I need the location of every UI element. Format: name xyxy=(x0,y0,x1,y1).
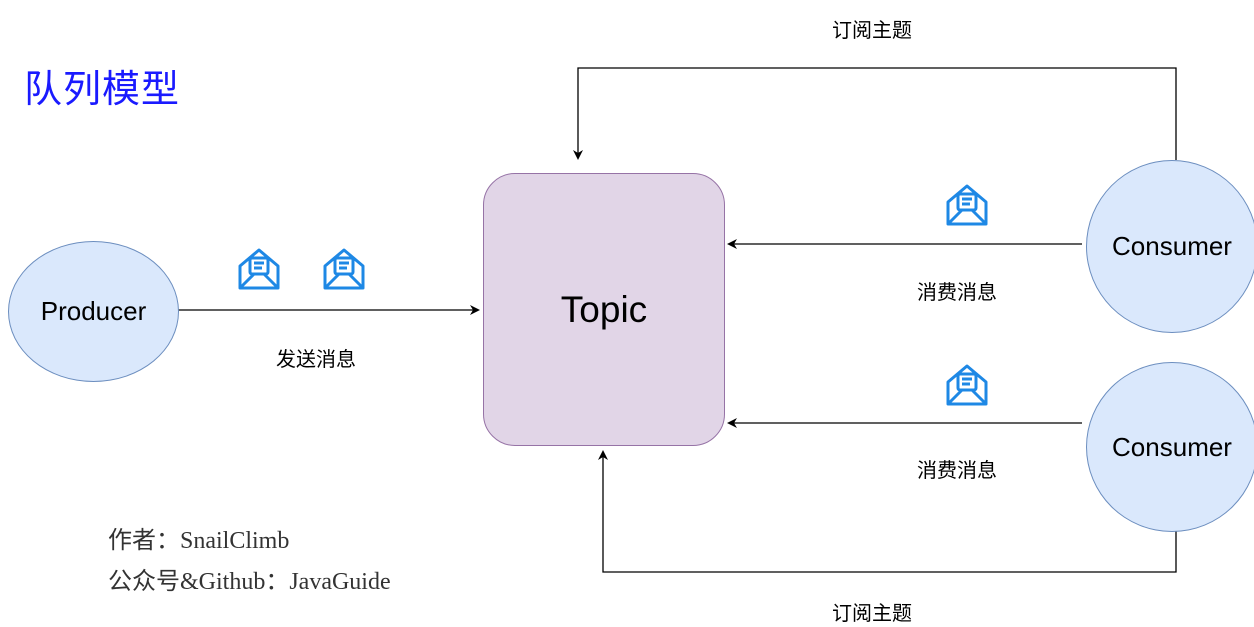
message-envelope-icon xyxy=(946,364,988,406)
producer-node: Producer xyxy=(8,241,179,382)
message-envelope-icon xyxy=(238,248,280,290)
diagram-title: 队列模型 xyxy=(24,67,181,111)
message-envelope-icon xyxy=(946,184,988,226)
author-line: 作者：SnailClimb xyxy=(108,528,290,554)
consume-label-top: 消费消息 xyxy=(917,280,997,304)
consumer-node-bottom: Consumer xyxy=(1086,362,1254,532)
subscribe-label-top: 订阅主题 xyxy=(832,18,912,42)
send-label: 发送消息 xyxy=(276,347,356,371)
consumer-node-top: Consumer xyxy=(1086,160,1254,333)
subscribe-label-bottom: 订阅主题 xyxy=(832,601,912,625)
consume-label-bottom: 消费消息 xyxy=(917,458,997,482)
message-envelope-icon xyxy=(323,248,365,290)
account-line: 公众号&Github：JavaGuide xyxy=(108,569,391,595)
topic-node: Topic xyxy=(483,173,725,446)
subscribe-arrow-top xyxy=(573,67,1177,160)
subscribe-arrow-bottom xyxy=(598,450,1177,573)
